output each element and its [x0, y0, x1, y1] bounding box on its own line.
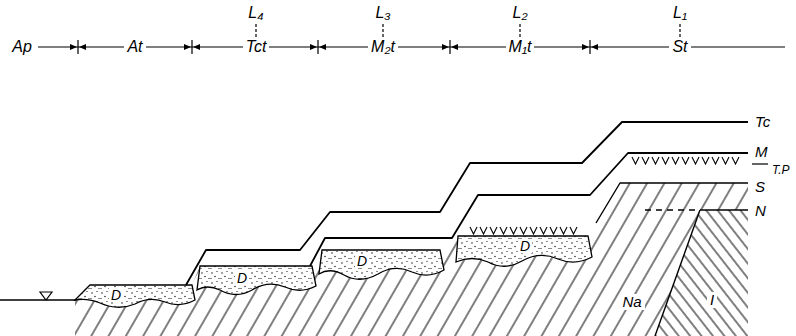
terrace-label: M₁t: [506, 39, 535, 56]
deposit-label: D: [518, 239, 532, 254]
level-label: L₁: [670, 5, 690, 22]
deposit: [75, 285, 195, 307]
rock-label: Na: [619, 294, 644, 310]
terrace-label: At: [124, 39, 145, 56]
fraction-bar: [752, 163, 768, 164]
m-line: [310, 153, 748, 266]
bedrock-na: [75, 183, 748, 336]
rock-label: I: [707, 292, 717, 308]
terrace-label: Ap: [9, 39, 35, 56]
s-line: [596, 183, 748, 223]
intrusion-i: [655, 210, 748, 336]
terrace-label: Tct: [243, 39, 270, 56]
layer-label: Tc: [752, 114, 773, 130]
deposit-ground: [456, 236, 592, 266]
terrace-label: St: [669, 39, 690, 56]
level-label: L₄: [245, 5, 266, 22]
layer-label: M: [752, 144, 771, 160]
level-dash: [256, 24, 680, 37]
n-line: [700, 209, 748, 210]
level-label: L₂: [510, 5, 531, 22]
deposit-ground: [319, 250, 444, 279]
tephra-marks: [470, 157, 739, 234]
terrace-label: M₂t: [368, 39, 398, 56]
intrusion-ground: [655, 210, 748, 336]
deposit: [319, 250, 444, 279]
cover-layers: [186, 122, 768, 285]
intrusion-contact: [655, 210, 700, 336]
layer-label: T.P: [769, 164, 793, 177]
deposit-ground: [197, 266, 316, 295]
floodplain-line: [0, 299, 76, 301]
level-label: L₃: [372, 5, 393, 22]
deposit-label: D: [235, 271, 249, 286]
tc-line: [186, 122, 748, 285]
deposit-ground: [75, 285, 195, 307]
deposit: [456, 236, 592, 266]
deposit: [197, 266, 316, 295]
layer-label: N: [752, 203, 769, 219]
deposit-label: D: [109, 288, 123, 303]
deposits: [75, 236, 592, 307]
water-level-mark: [40, 292, 52, 300]
layer-label: S: [752, 179, 768, 195]
deposit-label: D: [355, 254, 369, 269]
n-line-dashed: [645, 209, 700, 210]
